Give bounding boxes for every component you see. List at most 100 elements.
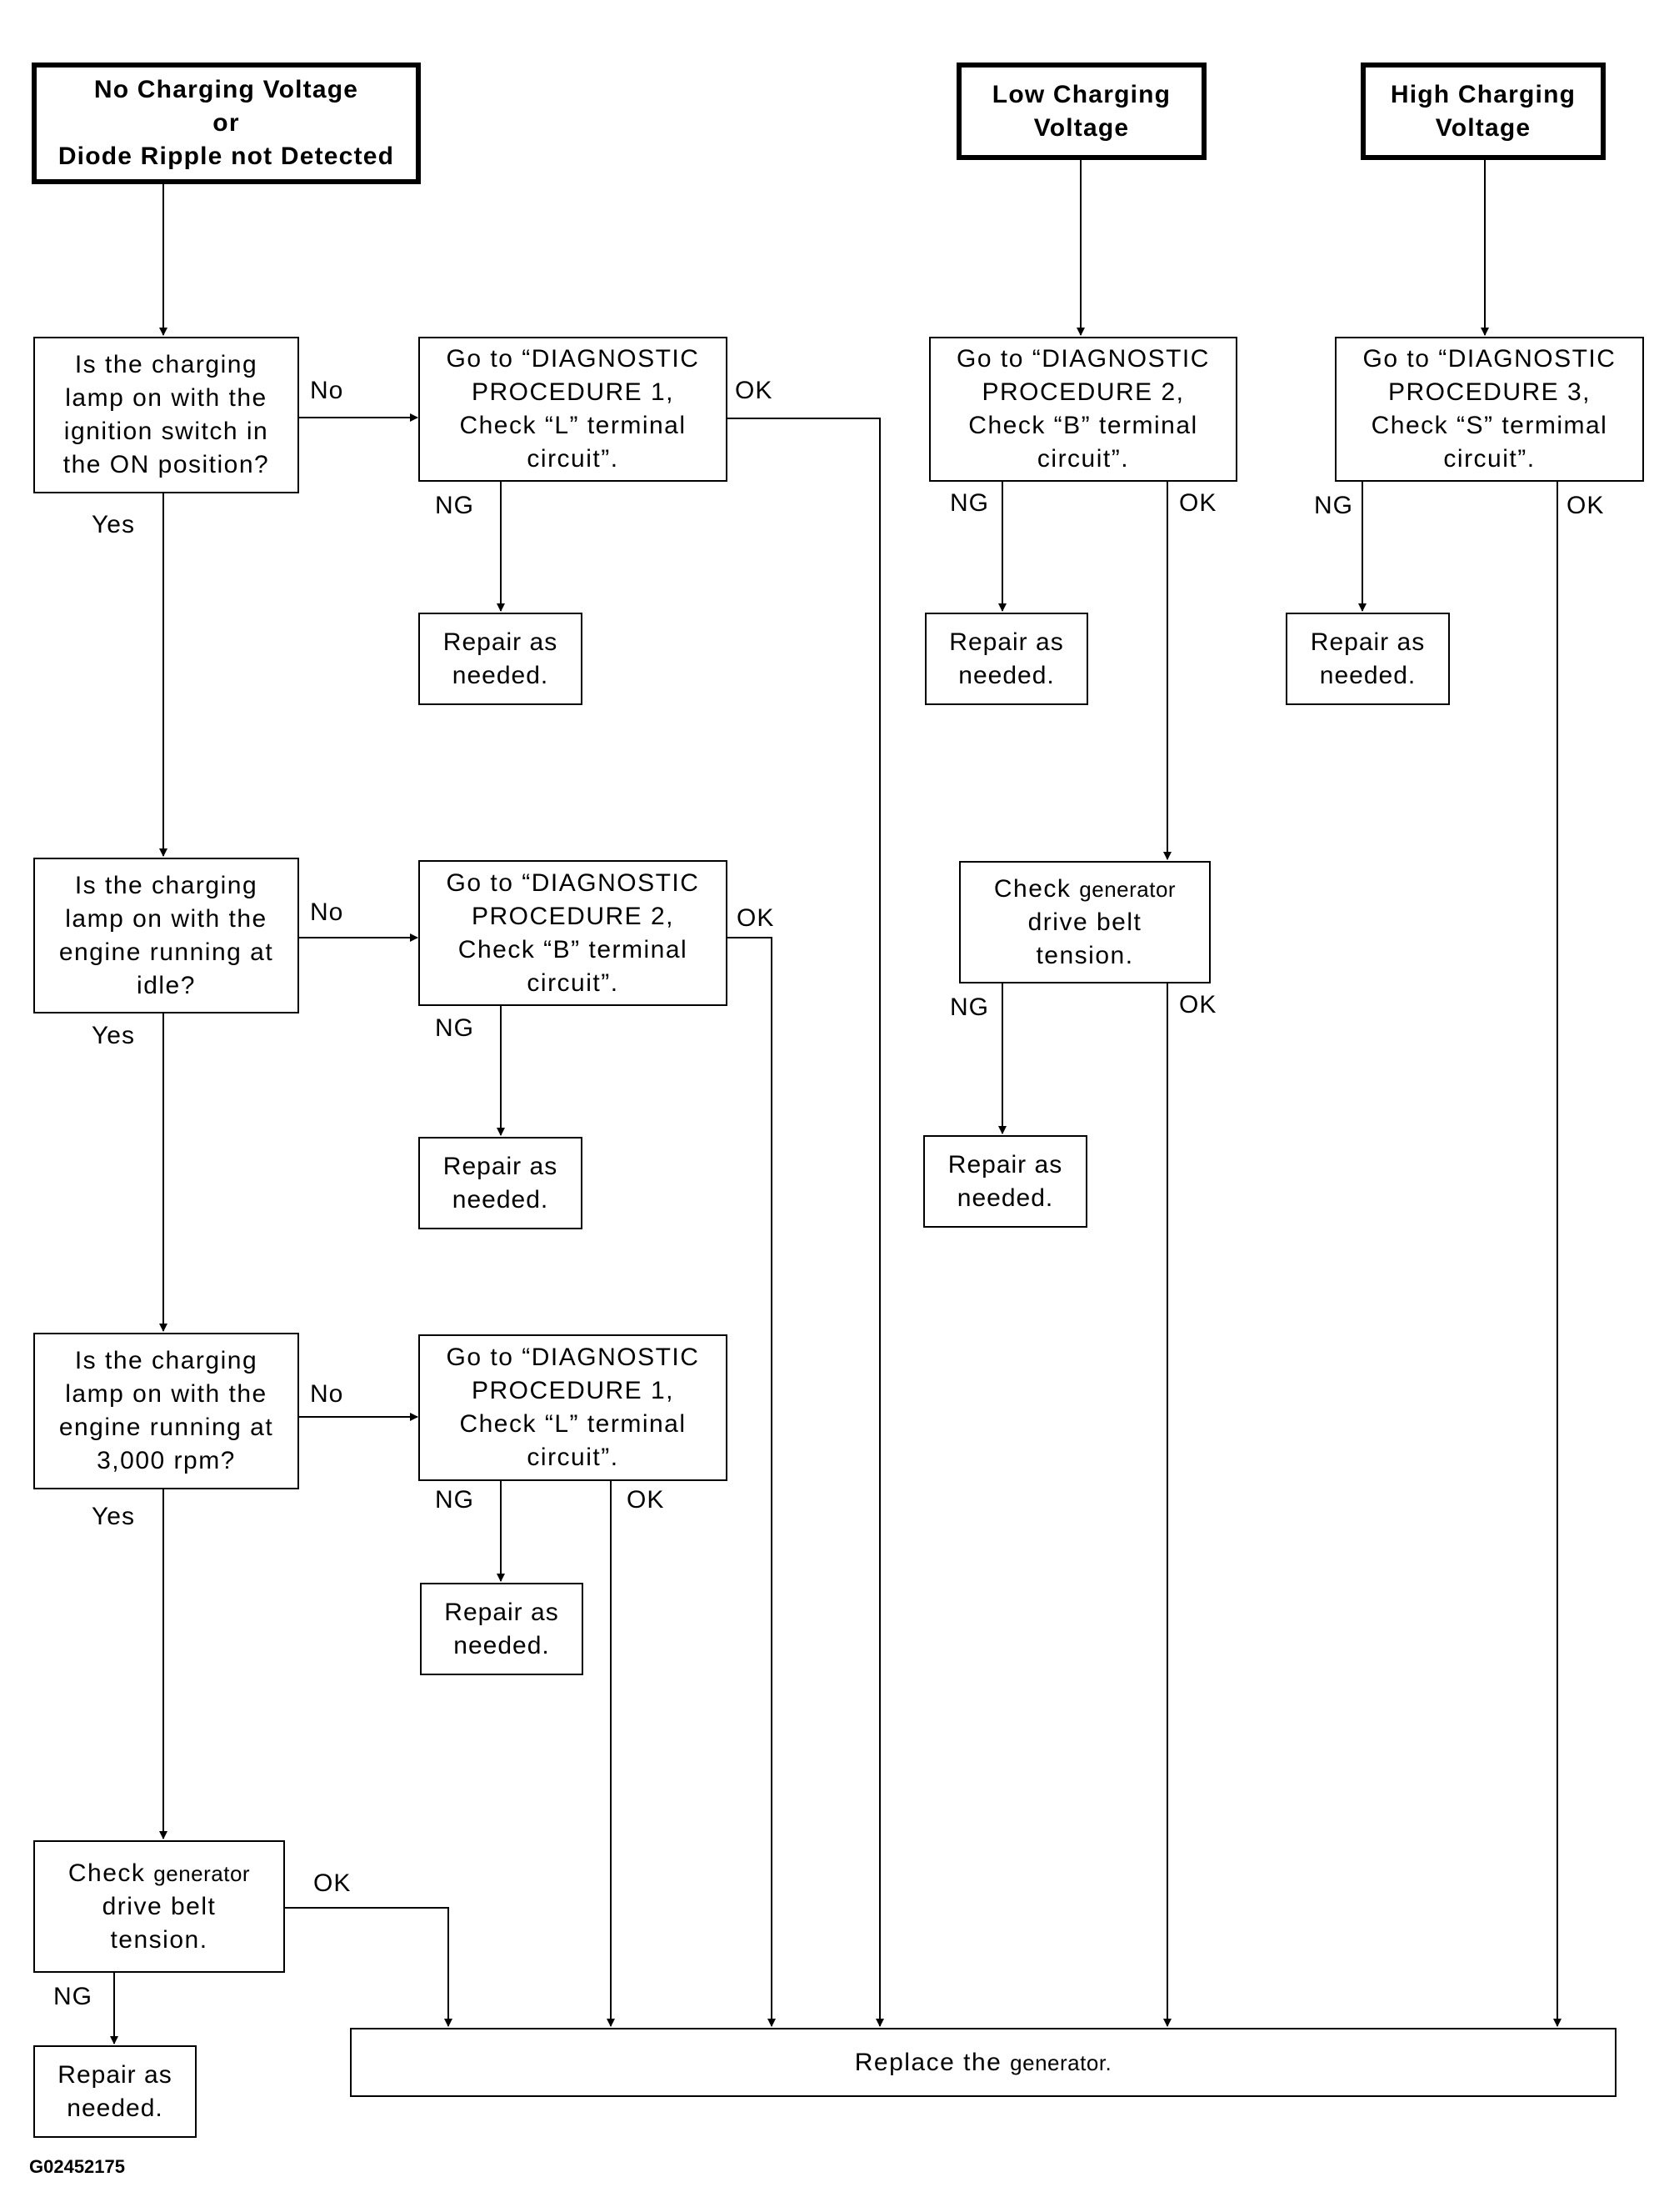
label-no-q2: No: [310, 898, 344, 926]
proc2-right-line4: circuit”.: [1037, 445, 1130, 473]
question-idle-line1: Is the charging: [74, 871, 258, 899]
proc3-line3: Check “S” termimal: [1371, 412, 1608, 439]
label-ng-proc2-right: NG: [950, 489, 989, 517]
header-no-charging-line3: Diode Ripple not Detected: [57, 143, 395, 170]
repair-box-belt-left: Repair as needed.: [33, 2045, 197, 2138]
figure-code: G02452175: [29, 2156, 125, 2177]
proc1-top-line1: Go to “DIAGNOSTIC: [446, 345, 700, 373]
proc3-line1: Go to “DIAGNOSTIC: [1362, 345, 1617, 373]
repair-line1: Repair as: [949, 628, 1064, 656]
question-engine-3000rpm: Is the charging lamp on with the engine …: [33, 1333, 299, 1489]
question-engine-idle: Is the charging lamp on with the engine …: [33, 858, 299, 1013]
question-ignition-line2: lamp on with the: [65, 384, 267, 412]
question-ignition-line1: Is the charging: [74, 351, 258, 378]
procedure-1-l-terminal-top: Go to “DIAGNOSTIC PROCEDURE 1, Check “L”…: [418, 337, 727, 482]
belt-check-line1: Check generator: [68, 1857, 250, 1890]
belt-check-line2: drive belt: [102, 1892, 217, 1920]
repair-line2: needed.: [452, 661, 549, 689]
repair-box-proc2-mid: Repair as needed.: [418, 1137, 582, 1229]
replace-generator-text: Replace the generator.: [855, 2046, 1112, 2079]
label-yes-q1: Yes: [92, 511, 135, 538]
replace-prefix: Replace the: [854, 2048, 1002, 2076]
belt-check-prefix: Check: [67, 1859, 146, 1887]
repair-box-proc3: Repair as needed.: [1286, 613, 1450, 705]
proc1-low-line4: circuit”.: [527, 1444, 619, 1471]
proc1-low-line3: Check “L” terminal: [459, 1410, 687, 1438]
label-ng-proc1-top: NG: [435, 492, 474, 519]
header-high-charging-line2: Voltage: [1435, 113, 1532, 142]
label-ok-proc1-low: OK: [627, 1486, 665, 1514]
repair-line1: Repair as: [1310, 628, 1426, 656]
proc2-mid-line4: circuit”.: [527, 968, 619, 997]
belt-check-line3: tension.: [1036, 941, 1134, 969]
repair-line2: needed.: [957, 1184, 1054, 1212]
belt-check-line3: tension.: [110, 1925, 208, 1954]
proc2-right-line3: Check “B” terminal: [968, 412, 1198, 439]
proc1-low-line2: PROCEDURE 1,: [471, 1377, 675, 1404]
label-ng-belt-right: NG: [950, 993, 989, 1021]
question-ignition-on: Is the charging lamp on with the ignitio…: [33, 337, 299, 493]
question-ignition-line4: the ON position?: [62, 451, 270, 478]
procedure-2-b-terminal-right: Go to “DIAGNOSTIC PROCEDURE 2, Check “B”…: [929, 337, 1237, 482]
proc2-right-line2: PROCEDURE 2,: [982, 378, 1185, 406]
label-ng-proc3: NG: [1314, 492, 1353, 519]
repair-box-belt-right: Repair as needed.: [923, 1135, 1087, 1228]
proc1-top-line4: circuit”.: [527, 445, 619, 473]
procedure-1-l-terminal-low: Go to “DIAGNOSTIC PROCEDURE 1, Check “L”…: [418, 1334, 727, 1481]
header-low-charging-voltage: Low Charging Voltage: [957, 63, 1207, 160]
belt-check-line2: drive belt: [1027, 908, 1142, 936]
belt-tension-check-right: Check generator drive belt tension.: [959, 861, 1211, 983]
connector-belt-ok: [284, 1907, 452, 2027]
proc1-low-line1: Go to “DIAGNOSTIC: [446, 1344, 700, 1371]
header-low-charging-line2: Voltage: [1033, 113, 1130, 142]
label-yes-q3: Yes: [92, 1503, 135, 1530]
label-ng-proc2-mid: NG: [435, 1014, 474, 1042]
repair-line1: Repair as: [444, 1598, 559, 1626]
question-3000-line1: Is the charging: [74, 1347, 258, 1374]
proc2-mid-line1: Go to “DIAGNOSTIC: [446, 868, 700, 897]
label-ng-proc1-low: NG: [435, 1486, 474, 1514]
label-ok-belt-left: OK: [313, 1869, 352, 1897]
connector-proc1-ok: [727, 418, 884, 2027]
repair-box-proc1-low: Repair as needed.: [420, 1583, 583, 1675]
question-ignition-line3: ignition switch in: [63, 418, 269, 445]
replace-generator-word: generator.: [1010, 2049, 1112, 2075]
header-no-charging-line2: or: [212, 109, 240, 137]
repair-line1: Repair as: [442, 1152, 558, 1180]
repair-box-proc1-top: Repair as needed.: [418, 613, 582, 705]
repair-line2: needed.: [958, 661, 1055, 689]
proc3-line4: circuit”.: [1443, 445, 1536, 473]
procedure-3-s-terminal: Go to “DIAGNOSTIC PROCEDURE 3, Check “S”…: [1335, 337, 1644, 482]
label-ok-proc3: OK: [1567, 492, 1605, 519]
label-ng-belt-left: NG: [53, 1983, 92, 2010]
question-3000-line4: 3,000 rpm?: [97, 1447, 236, 1474]
repair-box-proc2-right: Repair as needed.: [925, 613, 1088, 705]
question-idle-line2: lamp on with the: [65, 904, 267, 933]
procedure-2-b-terminal-mid: Go to “DIAGNOSTIC PROCEDURE 2, Check “B”…: [418, 860, 727, 1006]
repair-line2: needed.: [1319, 661, 1417, 689]
question-idle-line3: engine running at: [58, 938, 274, 966]
belt-check-line1: Check generator: [994, 873, 1176, 906]
header-no-charging-line1: No Charging Voltage: [93, 76, 359, 103]
header-high-charging-voltage: High Charging Voltage: [1361, 63, 1606, 160]
belt-check-generator-word: generator: [1079, 876, 1177, 902]
label-ok-belt-right: OK: [1179, 991, 1217, 1018]
question-idle-line4: idle?: [137, 971, 196, 999]
repair-line2: needed.: [453, 1631, 550, 1659]
belt-tension-check-left: Check generator drive belt tension.: [33, 1840, 285, 1973]
label-no-q1: No: [310, 377, 344, 404]
repair-line1: Repair as: [57, 2060, 172, 2089]
repair-line1: Repair as: [442, 628, 558, 656]
label-no-q3: No: [310, 1380, 344, 1408]
replace-generator-box: Replace the generator.: [350, 2028, 1617, 2097]
header-low-charging-line1: Low Charging: [992, 80, 1172, 108]
header-high-charging-line1: High Charging: [1390, 80, 1577, 108]
repair-line2: needed.: [452, 1185, 549, 1214]
repair-line1: Repair as: [947, 1150, 1063, 1179]
question-3000-line3: engine running at: [58, 1414, 274, 1441]
proc3-line2: PROCEDURE 3,: [1387, 378, 1592, 406]
question-3000-line2: lamp on with the: [65, 1380, 267, 1408]
label-ok-proc1-top: OK: [735, 377, 773, 404]
proc2-mid-line2: PROCEDURE 2,: [471, 902, 675, 930]
